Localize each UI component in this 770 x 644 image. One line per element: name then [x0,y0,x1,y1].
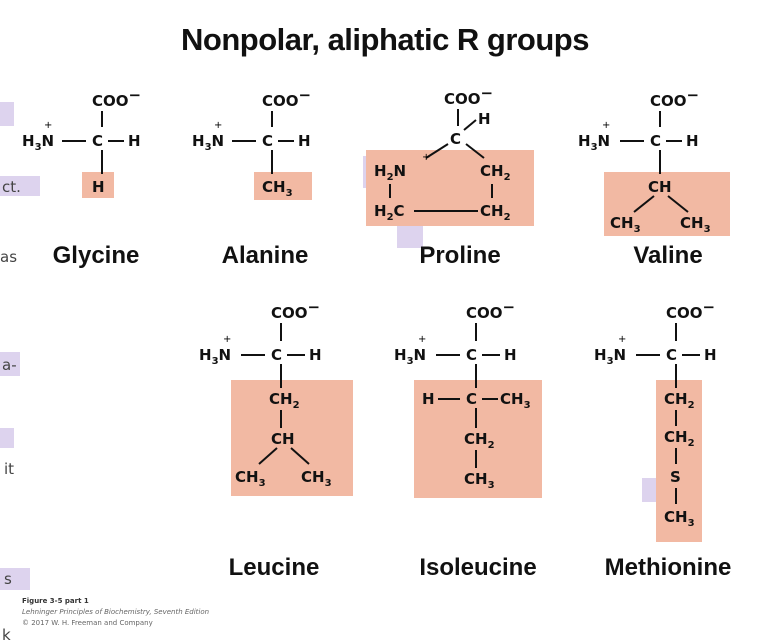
svg-text:COO−: COO− [92,86,141,110]
structure-valine: COO− + H3N C H CH CH3 CH3 [570,80,760,240]
svg-text:CH3: CH3 [664,508,695,529]
svg-text:+: + [418,334,426,345]
svg-text:C: C [466,346,477,364]
edge-fragment: ct. [2,178,21,196]
label-glycine: Glycine [52,242,140,269]
svg-text:COO−: COO− [466,298,515,322]
edge-fragment: a- [2,356,17,374]
svg-text:CH3: CH3 [235,468,266,489]
svg-text:CH2: CH2 [664,428,695,449]
svg-text:H: H [92,178,105,196]
svg-text:CH3: CH3 [262,178,293,199]
svg-text:CH3: CH3 [500,390,531,411]
svg-text:CH3: CH3 [301,468,332,489]
svg-text:H: H [309,346,322,364]
svg-text:COO−: COO− [262,86,311,110]
svg-text:CH3: CH3 [680,214,711,235]
label-alanine: Alanine [221,242,309,269]
label-leucine: Leucine [228,554,320,581]
svg-text:H3N: H3N [578,132,610,153]
svg-text:+: + [214,120,222,131]
svg-text:H: H [298,132,311,150]
svg-text:H: H [504,346,517,364]
svg-text:+: + [602,120,610,131]
highlight-mark [0,176,40,196]
svg-text:H: H [478,110,491,128]
svg-text:H2N: H2N [374,162,406,183]
highlight-mark [397,226,423,248]
figure-caption: Figure 3-5 part 1 Lehninger Principles o… [22,596,209,629]
svg-text:COO−: COO− [444,84,493,108]
caption-copyright: © 2017 W. H. Freeman and Company [22,619,153,627]
svg-text:C: C [92,132,103,150]
label-valine: Valine [633,242,703,269]
svg-text:H: H [422,390,435,408]
label-methionine: Methionine [604,554,732,581]
svg-text:CH2: CH2 [269,390,300,411]
edge-fragment: s [4,570,12,588]
svg-text:CH: CH [648,178,672,196]
label-isoleucine: Isoleucine [419,554,537,581]
svg-text:H3N: H3N [192,132,224,153]
svg-text:H: H [686,132,699,150]
svg-text:COO−: COO− [271,298,320,322]
svg-text:C: C [650,132,661,150]
svg-text:C: C [666,346,677,364]
svg-text:+: + [44,120,52,131]
structure-leucine: COO− + H3N C H CH2 CH CH3 CH3 [195,292,365,512]
svg-text:CH2: CH2 [480,162,511,183]
svg-text:H: H [128,132,141,150]
svg-text:CH2: CH2 [480,202,511,223]
svg-text:CH2: CH2 [464,430,495,451]
svg-text:H3N: H3N [394,346,426,367]
structure-alanine: COO− + H3N C H CH3 [190,80,340,210]
highlight-mark [0,568,30,590]
svg-text:C: C [450,130,461,148]
svg-text:C: C [466,390,477,408]
svg-text:H3N: H3N [22,132,54,153]
svg-text:+: + [422,152,430,163]
label-proline: Proline [419,242,501,269]
edge-fragment: it [4,460,15,478]
svg-text:H: H [704,346,717,364]
edge-fragment: as [0,248,18,266]
figure-title: Nonpolar, aliphatic R groups [181,22,589,57]
structure-proline: COO− C H + H2N CH2 H2C CH2 [360,80,540,230]
svg-text:CH: CH [271,430,295,448]
svg-text:H3N: H3N [199,346,231,367]
svg-text:C: C [262,132,273,150]
svg-text:H3N: H3N [594,346,626,367]
svg-text:+: + [223,334,231,345]
structure-glycine: COO− + H3N C H H [20,80,170,210]
highlight-mark [0,428,14,448]
svg-text:CH2: CH2 [664,390,695,411]
svg-text:COO−: COO− [650,86,699,110]
caption-source: Lehninger Principles of Biochemistry, Se… [22,608,210,616]
caption-figure-number: Figure 3-5 part 1 [22,597,89,605]
svg-text:COO−: COO− [666,298,715,322]
highlight-mark [0,352,20,376]
svg-text:+: + [618,334,626,345]
svg-text:S: S [670,468,681,486]
svg-text:CH3: CH3 [464,470,495,491]
svg-text:H2C: H2C [374,202,405,223]
svg-text:C: C [271,346,282,364]
edge-fragment: k [2,626,11,644]
structure-methionine: COO− + H3N C H CH2 CH2 S CH3 [590,292,760,552]
svg-text:CH3: CH3 [610,214,641,235]
structure-isoleucine: COO− + H3N C H H C CH3 CH2 CH3 [390,292,560,512]
highlight-mark [0,102,14,126]
